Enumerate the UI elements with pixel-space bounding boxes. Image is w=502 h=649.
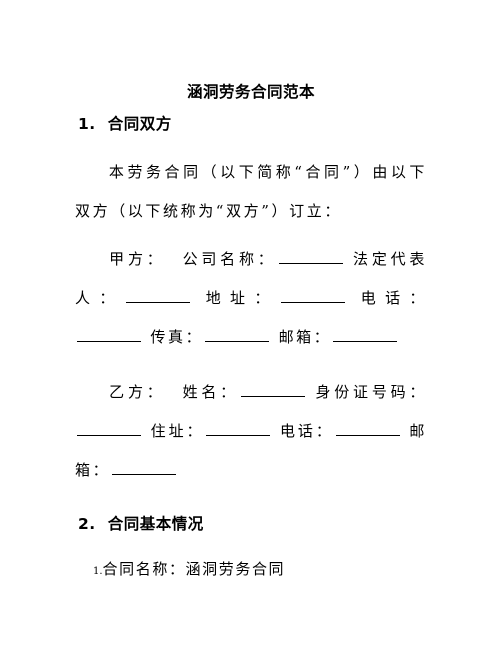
intro-paragraph: 本劳务合同（以下简称“合同”）由以下双方（以下统称为“双方”）订立： xyxy=(75,153,427,231)
section-title: 合同基本情况 xyxy=(107,515,204,533)
party-b-paragraph: 乙方： 姓名： 身份证号码： 住址： 电话： 邮箱： xyxy=(75,373,427,490)
party-a-label: 甲方： xyxy=(108,250,166,268)
party-a-email-label: 邮箱： xyxy=(278,328,332,346)
party-a-address-blank xyxy=(280,288,345,303)
party-b-address-label: 住址： xyxy=(150,422,205,440)
section-heading-parties: 1. 合同双方 xyxy=(78,112,172,134)
party-a-fax-label: 传真： xyxy=(150,328,204,346)
section-title: 合同双方 xyxy=(107,115,172,133)
id-number-blank xyxy=(77,421,141,436)
party-a-fax-blank xyxy=(205,327,270,342)
section-number: 1. xyxy=(78,115,96,133)
item-number: 1. xyxy=(93,566,103,577)
contract-name-item: 1.合同名称：涵洞劳务合同 xyxy=(93,558,285,579)
section-number: 2. xyxy=(78,515,96,533)
legal-rep-blank xyxy=(125,288,190,303)
party-b-email-label: 邮箱： xyxy=(75,422,427,479)
item-text: 合同名称：涵洞劳务合同 xyxy=(102,560,286,578)
party-a-paragraph: 甲方： 公司名称： 法定代表人： 地址： 电话： 传真： 邮箱： xyxy=(75,240,427,357)
person-name-label: 姓名： xyxy=(182,383,239,401)
legal-rep-label: 法定代表人： xyxy=(75,250,427,307)
party-a-address-label: 地址： xyxy=(205,289,279,307)
intro-text: 本劳务合同（以下简称“合同”）由以下双方（以下统称为“双方”）订立： xyxy=(75,163,427,220)
party-b-label: 乙方： xyxy=(108,383,166,401)
company-name-label: 公司名称： xyxy=(182,250,277,268)
party-b-phone-label: 电话： xyxy=(280,422,334,440)
id-number-label: 身份证号码： xyxy=(315,383,427,401)
section-heading-basic-info: 2. 合同基本情况 xyxy=(78,512,204,534)
party-b-address-blank xyxy=(206,421,271,436)
party-a-phone-blank xyxy=(77,327,141,342)
person-name-blank xyxy=(240,382,305,397)
party-a-phone-label: 电话： xyxy=(360,289,428,307)
party-b-email-blank xyxy=(112,460,177,475)
party-a-email-blank xyxy=(333,327,398,342)
party-b-phone-blank xyxy=(335,421,400,436)
document-title: 涵洞劳务合同范本 xyxy=(186,83,315,101)
company-name-blank xyxy=(278,249,343,264)
